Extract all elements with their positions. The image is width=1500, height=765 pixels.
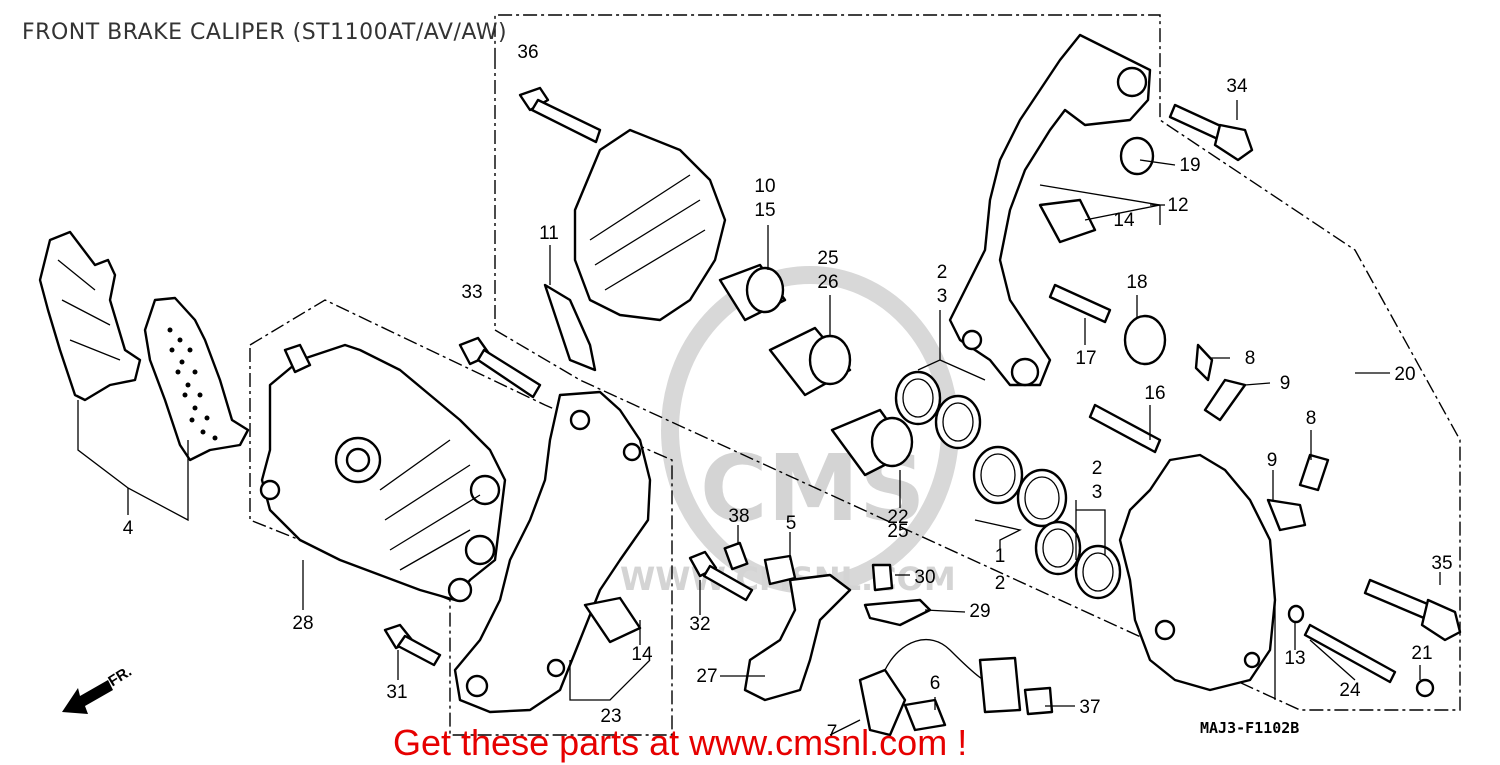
callout-19[interactable]: 19: [1179, 155, 1201, 176]
callout-12[interactable]: 12: [1167, 195, 1189, 216]
caliper-bracket-23: [453, 390, 652, 714]
callout-2-right[interactable]: 2: [1091, 458, 1103, 479]
bolt-36: [518, 86, 602, 144]
callout-21[interactable]: 21: [1411, 643, 1433, 664]
cap-9b: [1266, 498, 1307, 532]
callout-32[interactable]: 32: [689, 614, 711, 635]
washer-13: [1287, 604, 1305, 624]
bolt-31: [383, 623, 442, 667]
callout-15[interactable]: 15: [754, 200, 776, 221]
caliper-body-left: [259, 343, 507, 603]
callout-34[interactable]: 34: [1226, 76, 1248, 97]
caliper-bracket-20: [948, 33, 1152, 387]
callout-20[interactable]: 20: [1394, 364, 1416, 385]
bleeder-8b: [1298, 453, 1330, 492]
pad-spring-14: [1038, 198, 1097, 244]
pin-16: [1088, 403, 1162, 454]
callout-8-lower[interactable]: 8: [1305, 408, 1317, 429]
callout-23[interactable]: 23: [600, 706, 622, 727]
promo-link[interactable]: Get these parts at www.cmsnl.com !: [393, 722, 968, 763]
callout-27[interactable]: 27: [696, 666, 718, 687]
stay-29: [863, 598, 932, 627]
callout-18[interactable]: 18: [1126, 272, 1148, 293]
cap-9a: [1203, 378, 1247, 422]
callout-8-upper[interactable]: 8: [1244, 348, 1256, 369]
callout-25-lower[interactable]: 25: [887, 521, 909, 542]
sensor-holder-27: [743, 573, 852, 702]
brake-pad-right: [143, 296, 250, 462]
callout-3-right[interactable]: 3: [1091, 482, 1103, 503]
seal-rings: [894, 370, 1122, 600]
page-title: FRONT BRAKE CALIPER (ST1100AT/AV/AW): [22, 20, 508, 45]
screw-38: [723, 541, 749, 571]
sleeve-18: [1123, 314, 1167, 366]
clamp-5: [763, 554, 797, 586]
assembly-outline: [494, 14, 1461, 711]
callout-3-upper[interactable]: 3: [936, 286, 948, 307]
clip-11: [543, 283, 597, 372]
callout-9-lower[interactable]: 9: [1266, 450, 1278, 471]
callout-17[interactable]: 17: [1075, 348, 1097, 369]
piston-sleeve-25: [768, 326, 852, 397]
pin-17: [1048, 283, 1112, 324]
callout-1[interactable]: 1: [994, 546, 1006, 567]
callout-2-upper[interactable]: 2: [936, 262, 948, 283]
callout-14-upper[interactable]: 14: [1113, 210, 1135, 231]
callout-38[interactable]: 38: [728, 506, 750, 527]
callout-11[interactable]: 11: [539, 223, 559, 244]
pad-spring-14b: [583, 596, 642, 644]
front-direction-arrow: [62, 680, 113, 714]
callout-37[interactable]: 37: [1079, 697, 1101, 718]
brake-pad-left: [38, 230, 142, 402]
callout-4[interactable]: 4: [122, 518, 134, 539]
connector-37: [978, 656, 1054, 716]
caliper-half-upper: [573, 128, 727, 322]
callout-36[interactable]: 36: [517, 42, 539, 63]
callout-26[interactable]: 26: [817, 272, 839, 293]
diagram-code: MAJ3-F1102B: [1200, 719, 1300, 737]
bolt-34: [1168, 103, 1254, 162]
piston-sleeve-10: [718, 263, 787, 322]
callout-31[interactable]: 31: [386, 682, 408, 703]
bolt-33: [458, 336, 542, 399]
caliper-body-right: [1118, 453, 1277, 692]
callout-6[interactable]: 6: [929, 673, 941, 694]
callout-22[interactable]: 22: [887, 507, 909, 528]
callout-25-upper[interactable]: 25: [817, 248, 839, 269]
pin-24: [1303, 623, 1435, 698]
callout-35[interactable]: 35: [1431, 553, 1453, 574]
callout-10[interactable]: 10: [754, 176, 776, 197]
screw-30: [871, 563, 894, 592]
callout-9-upper[interactable]: 9: [1279, 373, 1291, 394]
piston-sleeve-22: [830, 408, 914, 477]
callout-24[interactable]: 24: [1339, 680, 1361, 701]
callout-2-lower[interactable]: 2: [994, 573, 1006, 594]
callout-33[interactable]: 33: [461, 282, 483, 303]
callout-16[interactable]: 16: [1144, 383, 1166, 404]
callout-30[interactable]: 30: [914, 567, 936, 588]
leader-lines: [77, 100, 1441, 736]
bolt-32: [688, 550, 754, 602]
callout-7[interactable]: 7: [826, 722, 838, 743]
callout-28[interactable]: 28: [292, 613, 314, 634]
bolt-35: [1363, 578, 1462, 642]
callout-5[interactable]: 5: [785, 513, 797, 534]
cap-19: [1119, 136, 1155, 176]
bleeder-8a: [1194, 343, 1214, 382]
callout-14-lower[interactable]: 14: [631, 644, 653, 665]
callout-29[interactable]: 29: [969, 601, 991, 622]
callout-13[interactable]: 13: [1284, 648, 1306, 669]
